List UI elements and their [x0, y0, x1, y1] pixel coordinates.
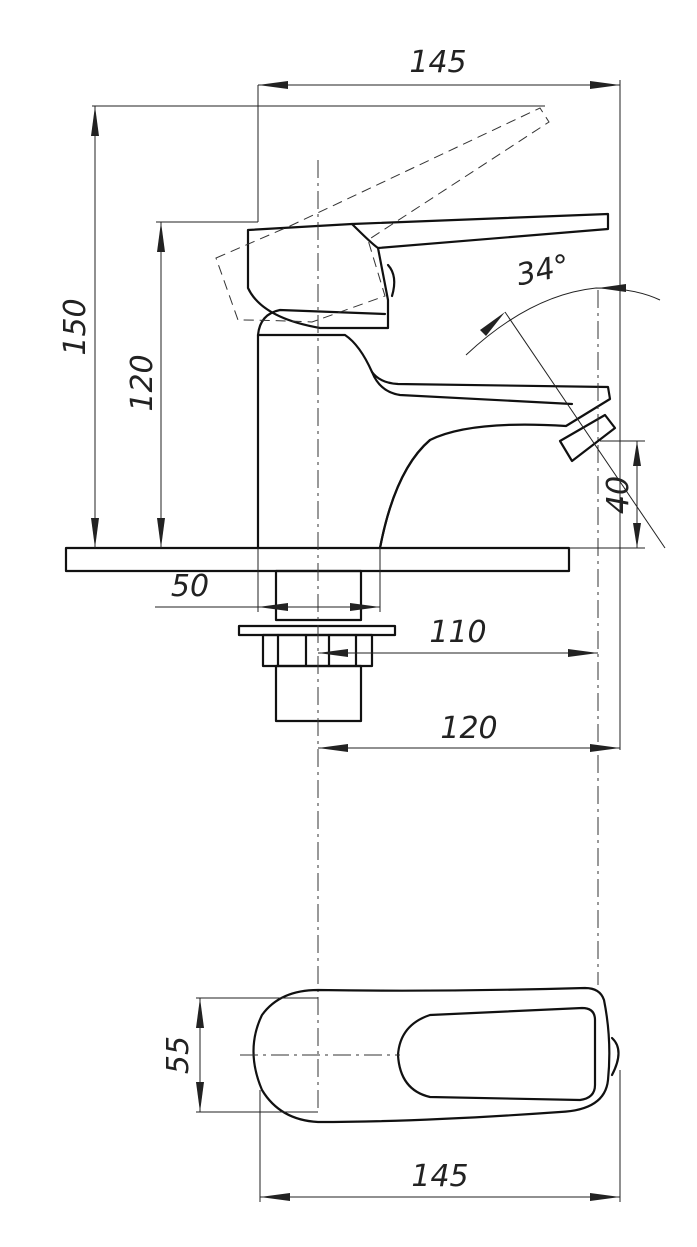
dim-label-spout-reach: 110 [429, 615, 486, 650]
dim-bottom-width: 145 [259, 1070, 621, 1202]
faucet-body [256, 333, 612, 550]
dim-label-handle-height: 120 [125, 354, 160, 411]
aerator [558, 413, 617, 463]
mounting-washer [237, 624, 397, 637]
top-view [240, 986, 620, 1124]
spout-bottom-line [378, 438, 432, 550]
dim-label-base-diameter: 50 [171, 569, 209, 604]
dim-center-to-edge: 120 [318, 711, 620, 752]
dim-top-width: 145 [257, 45, 621, 750]
dim-label-bottom-width: 145 [411, 1159, 468, 1194]
side-view [64, 107, 617, 723]
dim-spout-height: 40 [569, 440, 645, 549]
cartridge-dome [256, 308, 387, 337]
handle-lever [246, 212, 610, 330]
top-view-aerator [610, 1036, 620, 1077]
dim-label-total-height: 150 [58, 298, 93, 355]
dim-spout-reach: 110 [318, 615, 598, 657]
handle-lever-raised-outline [215, 107, 550, 323]
dim-label-lever-angle: 34° [513, 248, 572, 293]
dim-label-handle-width: 55 [161, 1036, 196, 1074]
top-view-handle-outline [396, 1006, 597, 1102]
dim-label-center-to-edge: 120 [440, 711, 497, 746]
dim-label-top-width: 145 [409, 45, 466, 80]
dim-base-diameter: 50 [155, 548, 381, 612]
spout-inner-curve [370, 370, 574, 406]
dim-handle-height: 120 [125, 221, 258, 548]
dim-total-height: 150 [58, 105, 545, 548]
dim-handle-width: 55 [161, 997, 318, 1113]
handle-pivot [386, 263, 396, 298]
handle-lever-joint [350, 222, 380, 250]
dim-label-spout-height: 40 [601, 476, 636, 514]
